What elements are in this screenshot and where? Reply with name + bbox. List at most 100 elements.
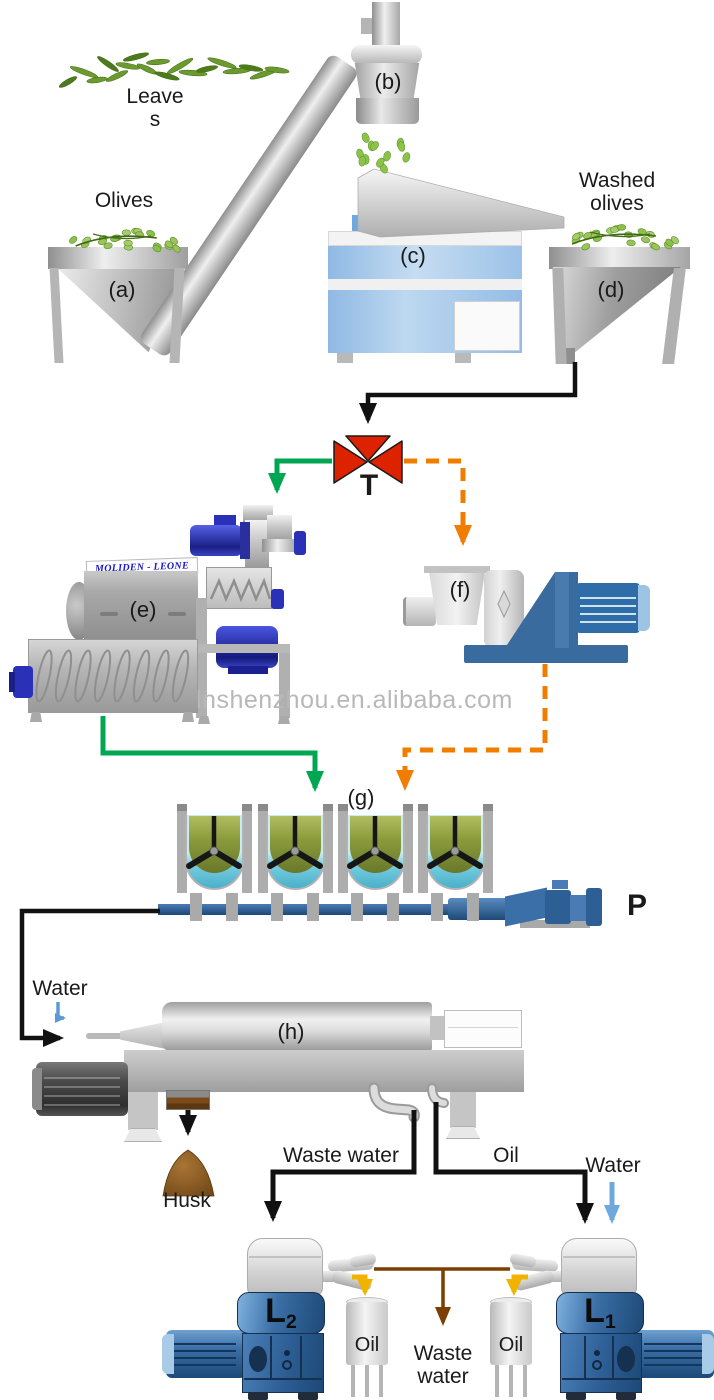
- olive-leaf: [166, 57, 194, 75]
- crusher-motor-flange: [240, 522, 250, 559]
- hopper-a-rim: [48, 247, 188, 269]
- decanter-outlet-pipes: [429, 1085, 447, 1106]
- separator-l2-vent: [249, 1346, 267, 1372]
- oil-container-right: [490, 1302, 532, 1365]
- mill-base: [464, 645, 628, 663]
- separator-foot: [248, 1392, 268, 1400]
- husk-pile: [162, 1149, 215, 1197]
- defoliator-outlet: [356, 98, 419, 124]
- malaxer-post-cap: [242, 804, 252, 813]
- olive-leaf: [264, 66, 290, 74]
- washed-olive-pile: [581, 243, 591, 251]
- screw-spiral-icon: [132, 649, 151, 703]
- flow-wastewater-to-l2: [264, 1110, 417, 1222]
- decanter-barrel: [162, 1002, 432, 1052]
- flow-washed-olives-to-valve: [359, 362, 578, 424]
- separator-l1-ring: [592, 1360, 602, 1370]
- machine-foot: [198, 716, 210, 724]
- washed-olive-pile: [641, 236, 650, 244]
- falling-olive: [402, 152, 411, 163]
- decanter-motor-cap: [32, 1068, 42, 1110]
- screw-spiral-icon: [93, 649, 112, 703]
- mill-left-pipe: [403, 597, 436, 626]
- screw-spiral-icon: [152, 649, 170, 703]
- three-way-valve-icon: [333, 435, 403, 484]
- olives-label: Olives: [94, 189, 154, 212]
- crusher-arm: [262, 539, 296, 552]
- crusher-frame-post: [196, 598, 207, 718]
- stage-a-label: (a): [108, 277, 136, 302]
- separator-foot: [616, 1392, 636, 1400]
- olive-leaf: [146, 58, 170, 66]
- olive-leaf: [238, 64, 264, 72]
- screw-spiral-icon: [113, 649, 131, 703]
- defoliator-body: [354, 63, 420, 99]
- mixer-hub-icon: [290, 846, 300, 856]
- separator-l1-motor-fins: [644, 1338, 702, 1370]
- waste-water-upper-label: Waste water: [283, 1144, 399, 1167]
- separator-l2-panel-line: [270, 1336, 272, 1378]
- separator-l2-panel-line: [244, 1378, 322, 1380]
- water-left-label: Water: [32, 977, 88, 1000]
- washed-olive-pile: [626, 239, 636, 247]
- oil-container-leg: [351, 1365, 355, 1397]
- flow-mill-to-malaxer: [396, 664, 548, 791]
- oil-container-leg: [509, 1365, 513, 1397]
- decanter-inlet-spike: [86, 1033, 124, 1039]
- hopper-d-rim: [549, 247, 690, 269]
- screw-spiral-icon: [74, 649, 92, 703]
- olive-pile-stem: [92, 233, 152, 240]
- oil-out-arrow-left: [352, 1274, 373, 1296]
- decanter-motor-fins: [44, 1070, 120, 1108]
- husk-label: Husk: [163, 1189, 211, 1212]
- falling-olive: [361, 132, 370, 143]
- separator-l2-ring: [282, 1360, 292, 1370]
- mixer-hub-icon: [209, 846, 219, 856]
- machine-foot: [278, 716, 290, 724]
- flow-malaxer-to-decanter: [19, 908, 160, 1047]
- separator-l1-panel-line: [562, 1378, 640, 1380]
- defoliator-flange: [351, 45, 422, 64]
- separator-l2-panel-line: [300, 1336, 302, 1378]
- stage-h-label: (h): [277, 1019, 305, 1044]
- oil-container-leg: [365, 1365, 369, 1397]
- oil-container-leg: [523, 1365, 527, 1397]
- malaxer-post: [242, 811, 252, 893]
- malaxer-leg: [190, 893, 202, 921]
- separator-l1-body: L1: [556, 1292, 644, 1334]
- separator-l1-dot: [594, 1350, 600, 1356]
- malaxer-pipe: [158, 904, 450, 915]
- decanter-base: [124, 1050, 524, 1092]
- malaxer-post: [323, 811, 333, 893]
- stage-c-label: (c): [400, 243, 426, 268]
- valve-t-label: T: [359, 469, 379, 502]
- crusher-left-motor: [13, 666, 33, 698]
- malaxer-leg: [271, 893, 283, 921]
- crusher-drum-handle: [100, 612, 118, 616]
- separator-l2-top-line: [249, 1256, 321, 1258]
- separator-l1-top-line: [563, 1256, 635, 1258]
- malaxer-post-cap: [483, 804, 493, 813]
- leaves-label: Leaves: [126, 85, 184, 131]
- stage-e-label: (e): [129, 597, 157, 622]
- washed-olive-pile-stem: [589, 231, 651, 238]
- oil-container-right-label: Oil: [498, 1334, 524, 1356]
- malaxer-post-cap: [338, 804, 348, 813]
- mill-motor-cap: [638, 585, 650, 631]
- washed-olive-pile: [651, 243, 660, 251]
- stage-d-label: (d): [597, 277, 625, 302]
- malaxer-leg: [387, 893, 399, 921]
- separator-l2-motor-cap: [162, 1334, 174, 1374]
- oil-out-arrow-right: [506, 1274, 528, 1296]
- separator-l1-vent: [617, 1346, 635, 1372]
- separator-l1-label: L1: [584, 1291, 616, 1333]
- washed-olive-pile: [572, 232, 581, 241]
- malaxer-post: [258, 811, 268, 893]
- decanter-husk-chute: [166, 1090, 210, 1110]
- mill-motor-fins: [580, 591, 636, 625]
- screw-spiral-icon: [35, 649, 53, 703]
- malaxer-leg: [467, 893, 479, 921]
- flow-valve-to-mill: [404, 458, 472, 546]
- crusher-drum: [84, 571, 198, 639]
